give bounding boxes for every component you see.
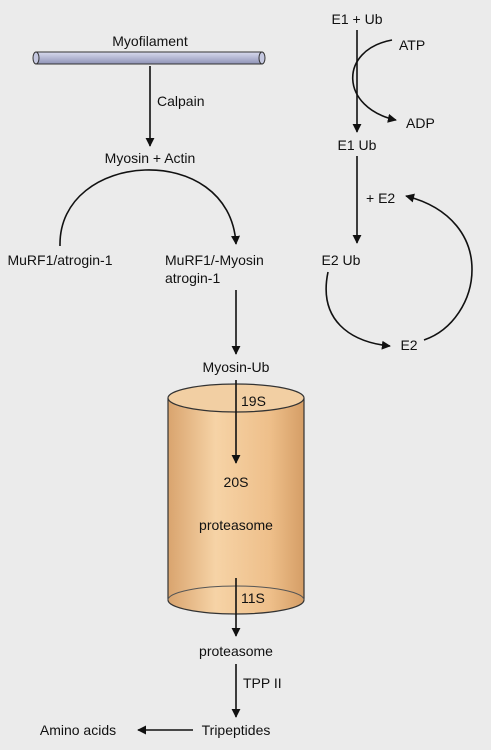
e2-label: E2: [400, 337, 417, 353]
adp-label: ADP: [406, 115, 435, 131]
myofilament-label: Myofilament: [112, 33, 188, 49]
proteasome-outer-label: proteasome: [199, 643, 273, 659]
atp-adp-arc: [351, 39, 397, 123]
e1-ub-label: E1 + Ub: [332, 11, 383, 27]
e2-release-arc: [325, 271, 391, 350]
tripeptides-label: Tripeptides: [202, 722, 271, 738]
myosin-ub-label: Myosin-Ub: [203, 359, 270, 375]
tpp2-label: TPP II: [243, 675, 282, 691]
s19-label: 19S: [241, 393, 266, 409]
s11-label: 11S: [241, 590, 265, 606]
myofilament-rod: [32, 51, 266, 65]
plus-e2-label: + E2: [366, 190, 395, 206]
amino-acids-label: Amino acids: [40, 722, 116, 738]
ubiquitination-arc: [59, 169, 241, 247]
s20-label: 20S: [224, 474, 249, 490]
murf1-atrogin-label: MuRF1/atrogin-1: [7, 252, 112, 268]
murf1-myosin-label-line1: MuRF1/-Myosin: [165, 252, 264, 268]
e1ub-label: E1 Ub: [338, 137, 377, 153]
calpain-label: Calpain: [157, 93, 204, 109]
e2-recycle-arc: [405, 193, 473, 341]
proteasome-cylinder: [167, 383, 305, 615]
myosin-actin-label: Myosin + Actin: [105, 150, 196, 166]
murf1-myosin-label-line2: atrogin-1: [165, 270, 220, 286]
e2ub-label: E2 Ub: [322, 252, 361, 268]
atp-label: ATP: [399, 37, 425, 53]
proteasome-inner-label: proteasome: [199, 517, 273, 533]
